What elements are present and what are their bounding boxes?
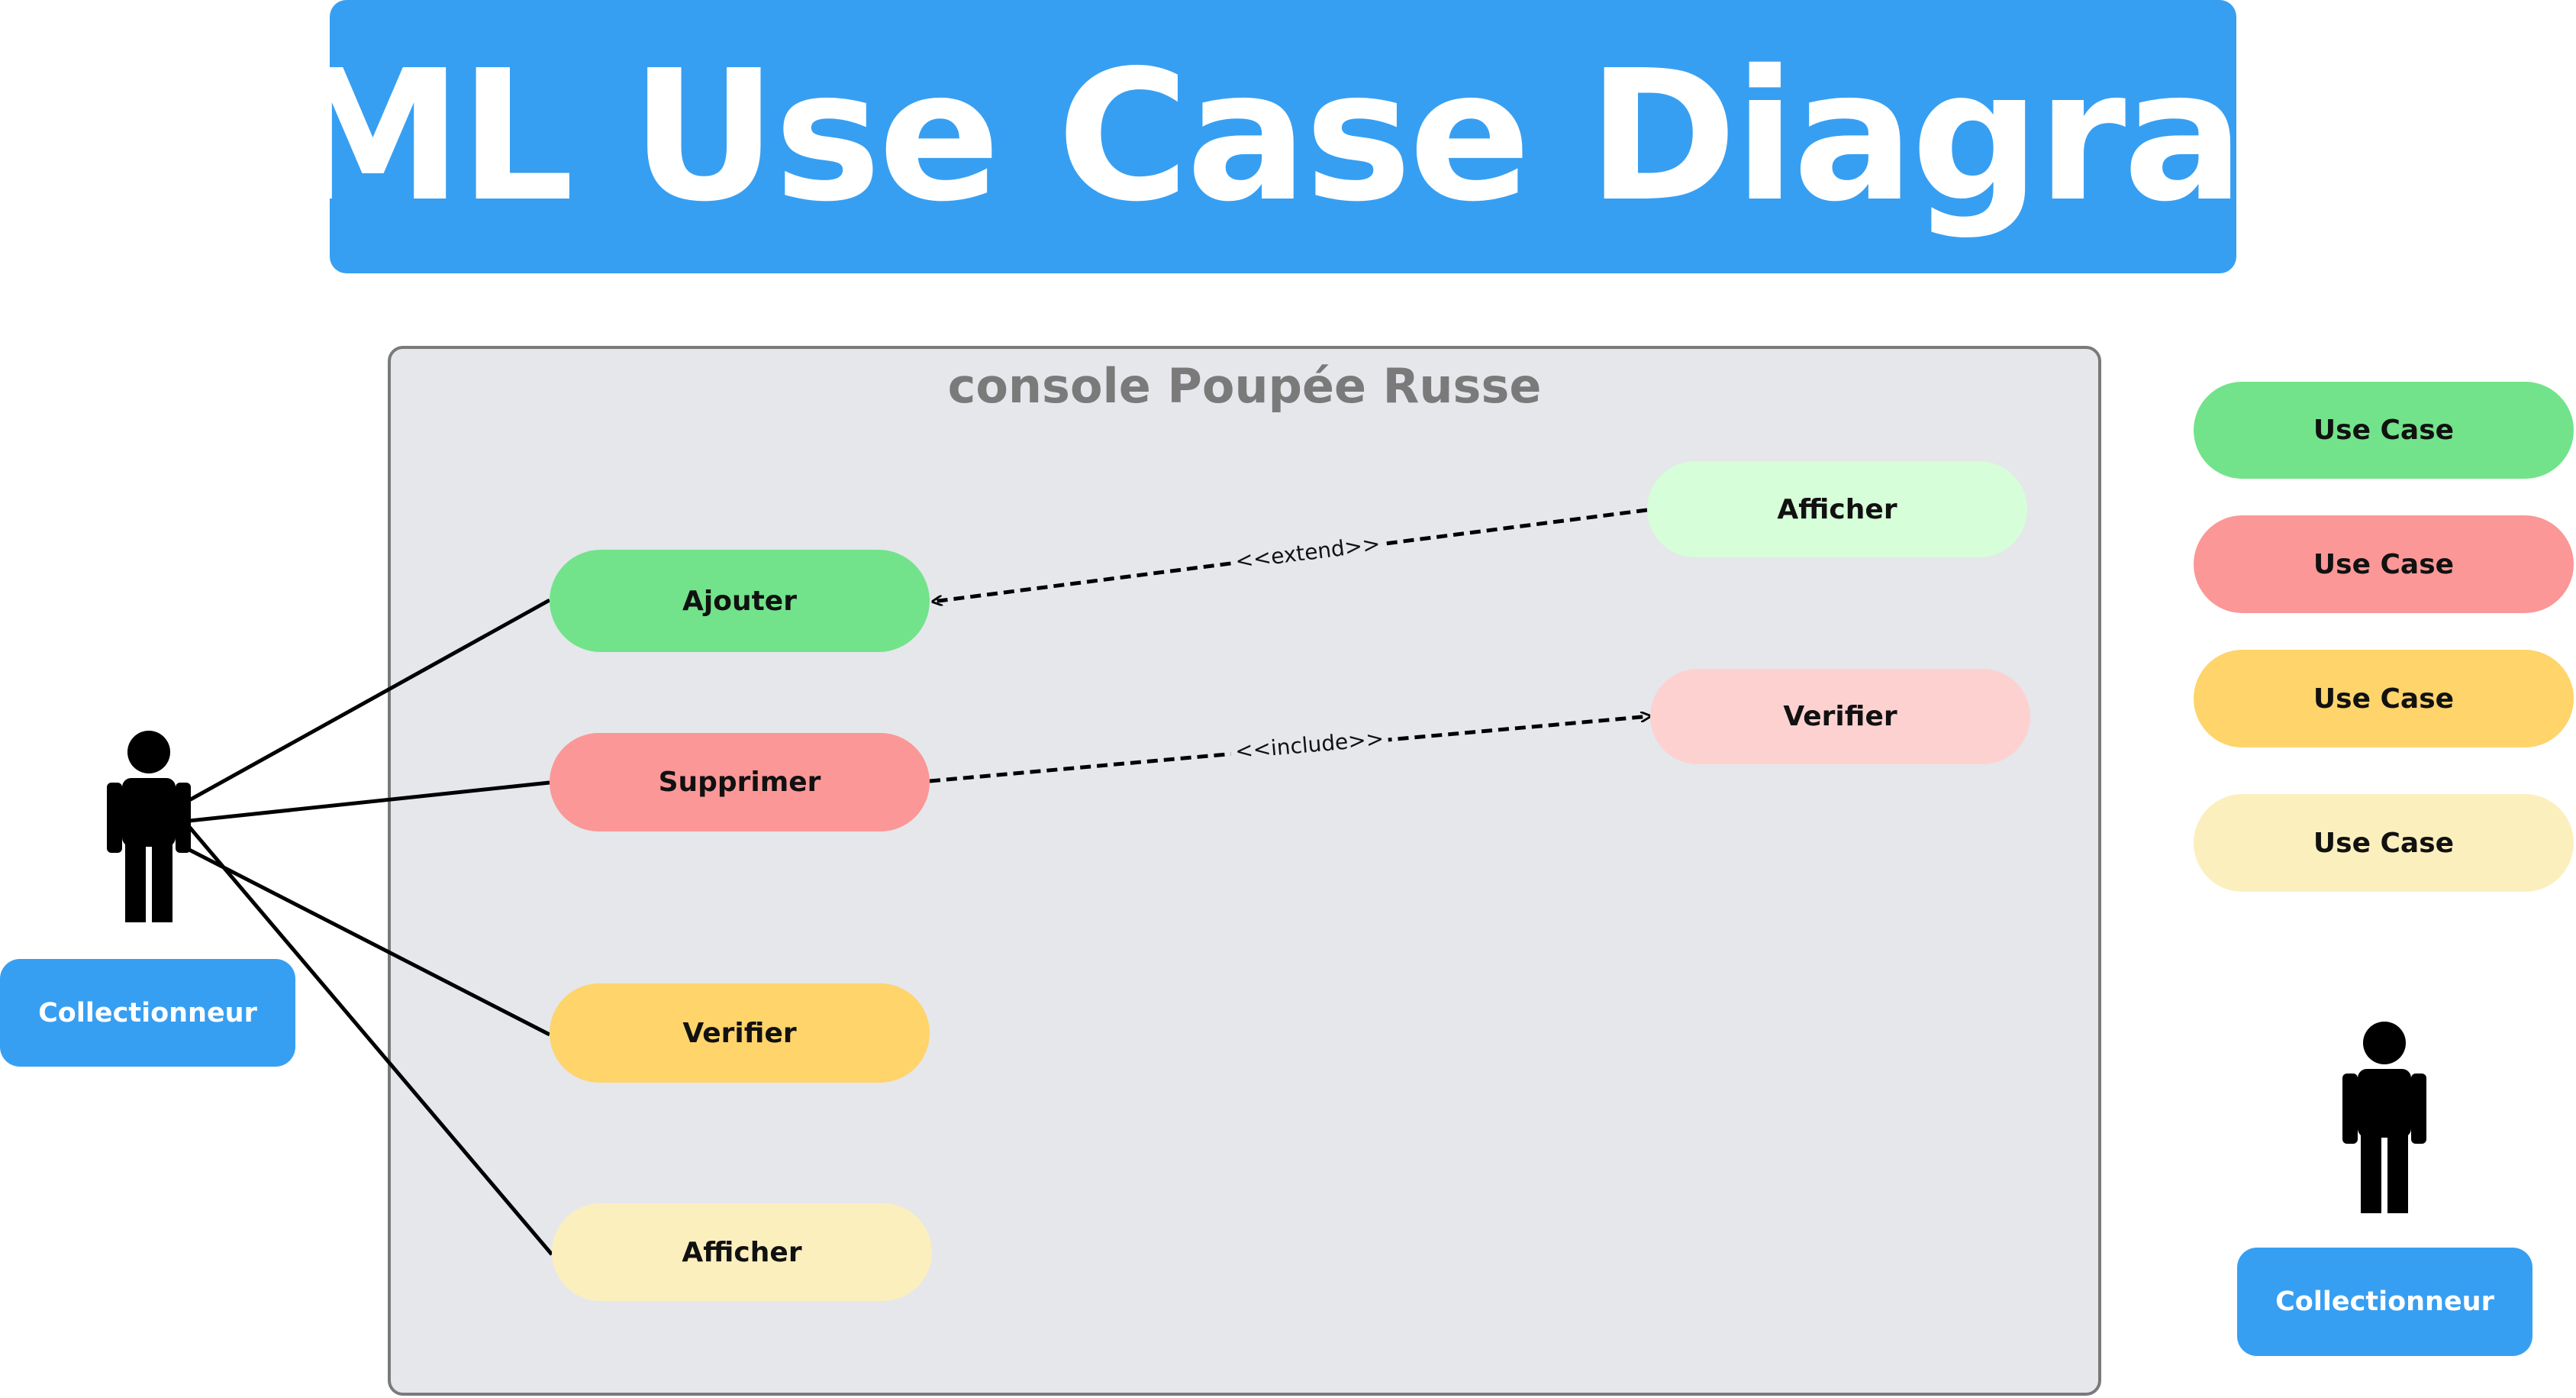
usecase-ajouter[interactable]: Ajouter	[550, 550, 930, 652]
actor-label-left: Collectionneur	[0, 959, 295, 1067]
usecase-afficher-left-label: Afficher	[682, 1236, 802, 1268]
usecase-verifier-left-label: Verifier	[682, 1017, 797, 1049]
legend-actor-figure-icon	[2342, 1022, 2426, 1213]
legend-item-yellow: Use Case	[2194, 650, 2574, 747]
usecase-supprimer-label: Supprimer	[658, 767, 821, 798]
usecase-verifier-right[interactable]: Verifier	[1650, 669, 2030, 764]
diagram-title: UML Use Case Diagram	[140, 31, 2429, 241]
legend-item-green: Use Case	[2194, 382, 2574, 479]
legend-item-yellow-label: Use Case	[2313, 683, 2455, 715]
usecase-supprimer[interactable]: Supprimer	[550, 733, 930, 831]
association-supprimer	[189, 780, 550, 823]
usecase-ajouter-label: Ajouter	[682, 585, 797, 617]
legend-item-red: Use Case	[2194, 515, 2574, 613]
usecase-afficher-right[interactable]: Afficher	[1647, 461, 2027, 557]
actor-label-right: Collectionneur	[2237, 1248, 2532, 1356]
title-banner: UML Use Case Diagram	[140, 0, 2429, 273]
legend-item-cream: Use Case	[2194, 794, 2574, 892]
association-afficher	[188, 825, 553, 1256]
legend-item-cream-label: Use Case	[2313, 827, 2455, 859]
usecase-verifier-right-label: Verifier	[1783, 701, 1897, 732]
actor-figure-icon	[107, 731, 191, 922]
system-label: console Poupée Russe	[947, 358, 1542, 414]
association-ajouter	[188, 598, 551, 802]
association-verifier	[188, 848, 551, 1037]
usecase-verifier-left[interactable]: Verifier	[550, 983, 930, 1083]
legend-item-red-label: Use Case	[2313, 548, 2455, 580]
usecase-afficher-right-label: Afficher	[1777, 493, 1897, 525]
usecase-afficher-left[interactable]: Afficher	[552, 1203, 932, 1301]
legend-item-green-label: Use Case	[2313, 415, 2455, 446]
